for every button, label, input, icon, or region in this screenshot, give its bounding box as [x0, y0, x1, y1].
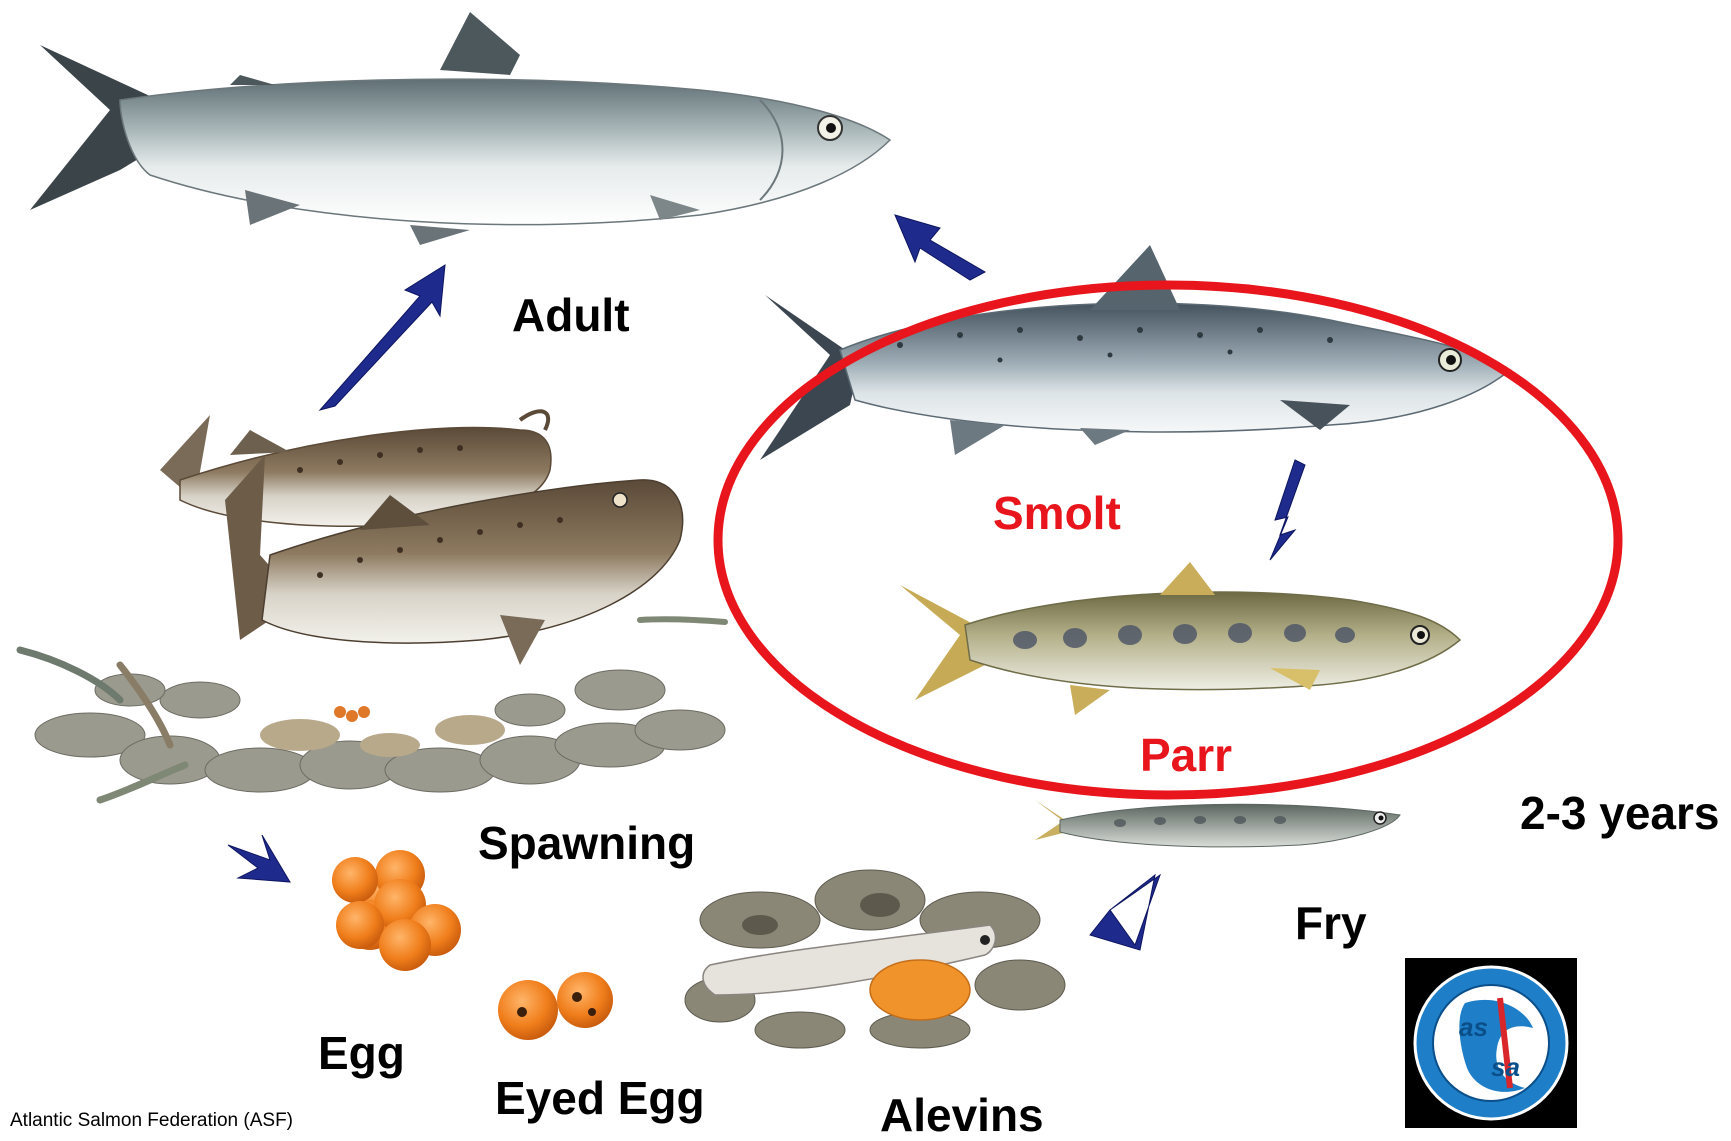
egg-icon: [332, 850, 461, 971]
credit-text: Atlantic Salmon Federation (ASF): [10, 1111, 293, 1130]
spawning-salmon-icon: [20, 411, 725, 800]
logo-monogram-bottom: sa: [1491, 1052, 1520, 1082]
label-adult: Adult: [512, 292, 630, 338]
fry-icon: [1035, 800, 1400, 847]
logo-monogram-top: as: [1459, 1012, 1488, 1042]
eyed-egg-icon: [498, 972, 613, 1040]
label-alevins: Alevins: [880, 1092, 1044, 1138]
label-smolt: Smolt: [993, 490, 1121, 536]
adult-salmon-icon: [30, 12, 890, 245]
label-parr: Parr: [1140, 732, 1232, 778]
parr-icon: [900, 562, 1460, 715]
label-duration: 2-3 years: [1520, 790, 1720, 836]
asf-logo-icon: as sa: [1405, 958, 1577, 1128]
alevin-icon: [685, 870, 1065, 1048]
label-eyed-egg: Eyed Egg: [495, 1075, 705, 1121]
label-fry: Fry: [1295, 900, 1367, 946]
label-spawning: Spawning: [478, 820, 695, 866]
label-egg: Egg: [318, 1030, 405, 1076]
